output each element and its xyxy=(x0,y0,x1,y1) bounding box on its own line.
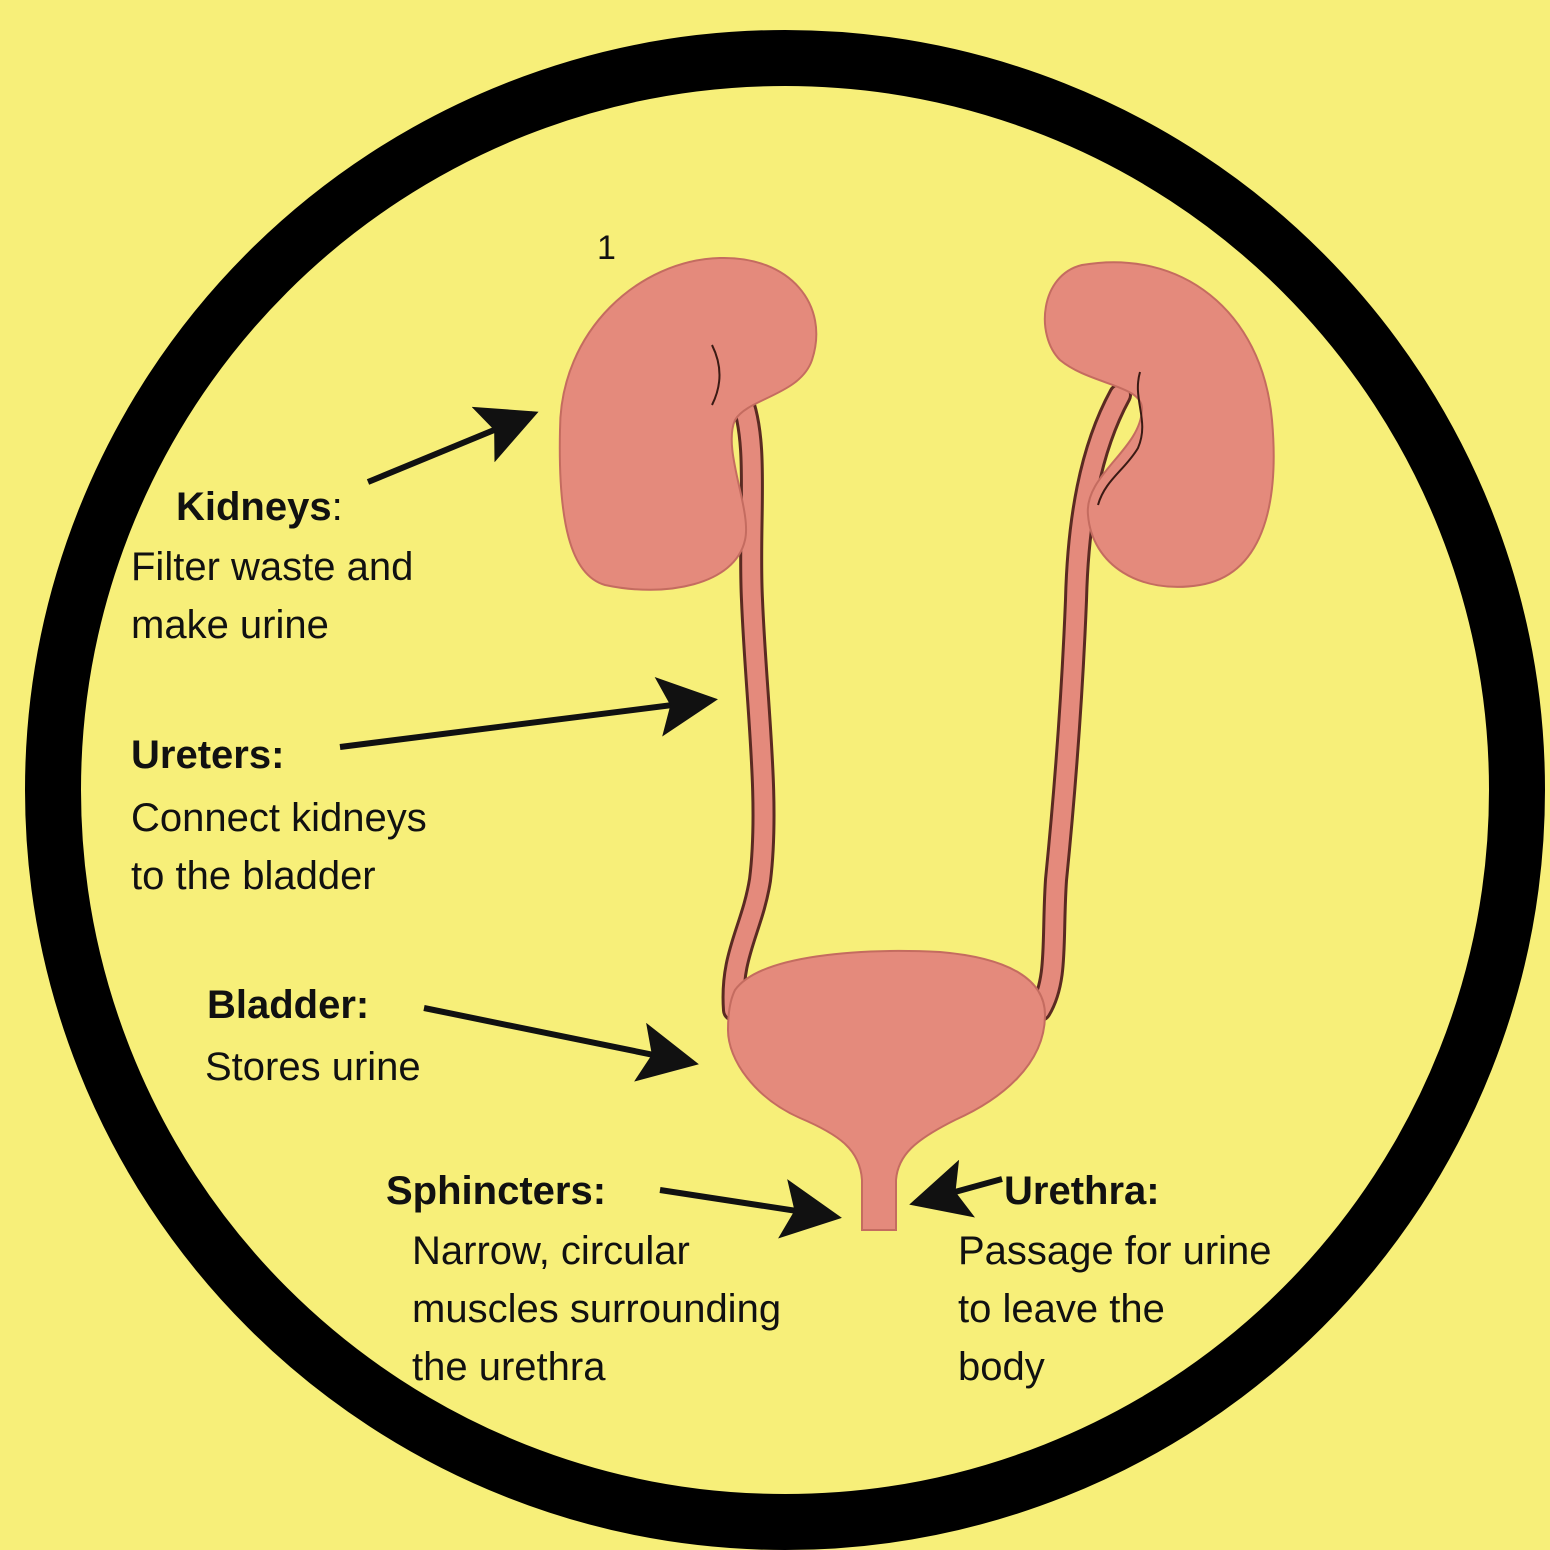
urethra-arrow xyxy=(915,1179,1002,1203)
bladder-title: Bladder: xyxy=(207,983,369,1027)
ureters-description: Connect kidneys to the bladder xyxy=(131,789,427,905)
urethra-title: Urethra: xyxy=(1004,1169,1160,1213)
kidneys-desc-line-1: Filter waste and xyxy=(131,538,413,596)
sphincters-description: Narrow, circular muscles surrounding the… xyxy=(412,1222,781,1396)
ureters-label: Ureters: xyxy=(131,730,284,780)
kidneys-title: Kidneys xyxy=(176,485,332,529)
ureters-title: Ureters: xyxy=(131,733,284,777)
sphincters-title: Sphincters: xyxy=(386,1169,606,1213)
kidneys-description: Filter waste and make urine xyxy=(131,538,413,654)
sphincters-desc-line-1: Narrow, circular xyxy=(412,1222,781,1280)
urethra-label: Urethra: xyxy=(1004,1166,1160,1216)
kidneys-label: Kidneys: xyxy=(176,482,343,532)
urethra-desc-line-1: Passage for urine xyxy=(958,1222,1272,1280)
kidneys-arrow xyxy=(368,414,533,482)
ureters-arrow xyxy=(340,700,712,747)
bladder xyxy=(728,951,1045,1230)
bladder-description: Stores urine xyxy=(205,1038,421,1096)
urethra-desc-line-3: body xyxy=(958,1338,1272,1396)
ureters-desc-line-1: Connect kidneys xyxy=(131,789,427,847)
bladder-label: Bladder: xyxy=(207,980,369,1030)
left-kidney xyxy=(560,258,817,590)
bladder-desc-line-1: Stores urine xyxy=(205,1038,421,1096)
kidneys-colon: : xyxy=(332,485,343,529)
sphincters-desc-line-3: the urethra xyxy=(412,1338,781,1396)
urethra-description: Passage for urine to leave the body xyxy=(958,1222,1272,1396)
urethra-desc-line-2: to leave the xyxy=(958,1280,1272,1338)
sphincters-arrow xyxy=(660,1190,836,1217)
ureters-desc-line-2: to the bladder xyxy=(131,847,427,905)
sphincters-desc-line-2: muscles surrounding xyxy=(412,1280,781,1338)
sphincters-label: Sphincters: xyxy=(386,1166,606,1216)
kidneys-desc-line-2: make urine xyxy=(131,596,413,654)
bladder-arrow xyxy=(424,1008,693,1063)
figure-number: 1 xyxy=(597,228,616,268)
